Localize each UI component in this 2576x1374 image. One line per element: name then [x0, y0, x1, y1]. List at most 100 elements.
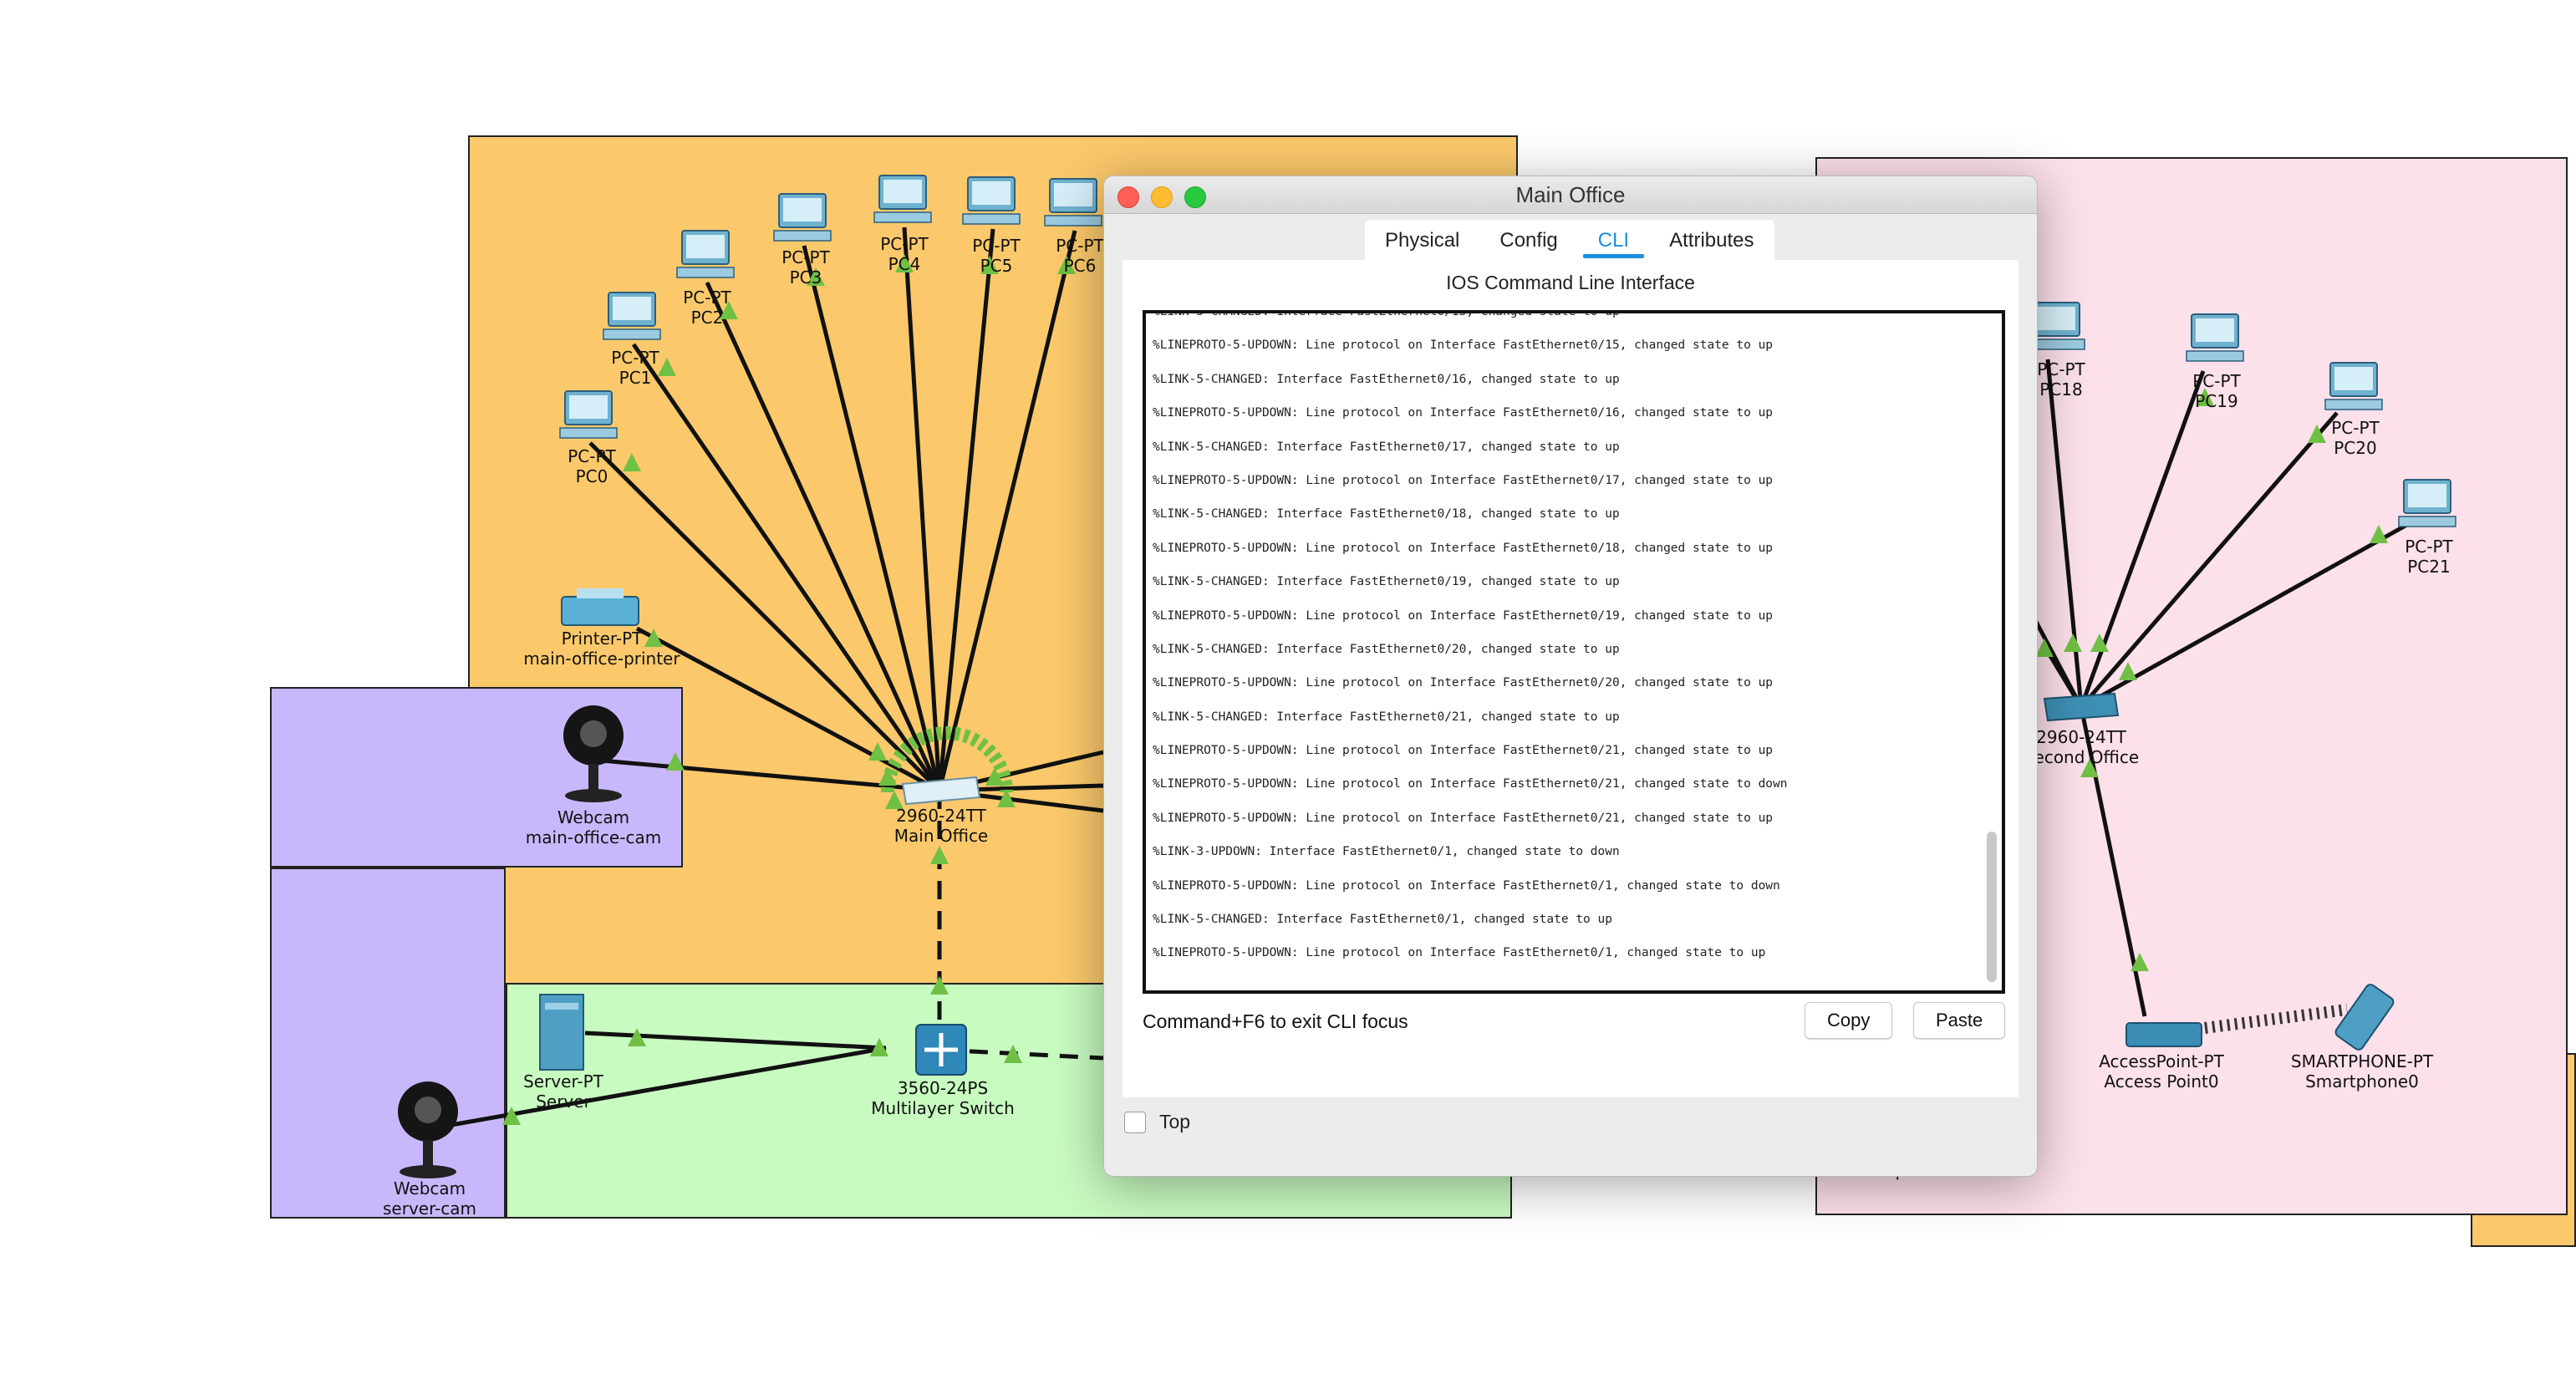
- console-line: %LINK-5-CHANGED: Interface FastEthernet0…: [1153, 710, 1620, 724]
- link-server-cam[interactable]: [451, 1046, 887, 1127]
- printer-icon[interactable]: [561, 588, 639, 626]
- main-switch-icon[interactable]: [901, 776, 981, 806]
- link-status-arrow: [1004, 1045, 1022, 1063]
- copy-button[interactable]: Copy: [1805, 1002, 1893, 1039]
- link-status-arrow: [2080, 759, 2099, 777]
- top-option[interactable]: Top: [1124, 1111, 1190, 1133]
- pc1-icon[interactable]: [603, 292, 661, 340]
- pc6-icon[interactable]: [1044, 178, 1102, 226]
- console-line: %LINEPROTO-5-UPDOWN: Line protocol on In…: [1153, 946, 1766, 960]
- link-status-arrow: [2119, 662, 2137, 680]
- dialog-titlebar[interactable]: Main Office: [1104, 176, 2037, 214]
- console-line: %LINK-5-CHANGED: Interface FastEthernet0…: [1153, 642, 1620, 656]
- link-status-arrow: [2131, 953, 2149, 971]
- console-line: %LINEPROTO-5-UPDOWN: Line protocol on In…: [1153, 608, 1774, 623]
- smartphone-icon[interactable]: [2334, 983, 2395, 1051]
- cli-console[interactable]: %LINK-5-CHANGED: Interface FastEthernet0…: [1143, 310, 2005, 994]
- link-status-arrow: [807, 267, 825, 286]
- pc18-icon[interactable]: [2027, 302, 2085, 350]
- link-status-arrow: [870, 1038, 888, 1056]
- console-scrollbar[interactable]: [1987, 832, 1997, 982]
- pc19-icon[interactable]: [2186, 313, 2244, 362]
- link-pc19[interactable]: [2079, 370, 2206, 708]
- tab-attributes[interactable]: Attributes: [1669, 229, 1754, 252]
- multilayer-switch-icon[interactable]: [915, 1024, 967, 1076]
- top-label: Top: [1159, 1111, 1191, 1132]
- console-line: %LINEPROTO-5-UPDOWN: Line protocol on In…: [1153, 811, 1774, 825]
- console-line: %LINK-5-CHANGED: Interface FastEthernet0…: [1153, 372, 1620, 386]
- console-line: %LINEPROTO-5-UPDOWN: Line protocol on In…: [1153, 406, 1774, 420]
- console-line: %LINEPROTO-5-UPDOWN: Line protocol on In…: [1153, 338, 1774, 353]
- webcam-main-icon[interactable]: [563, 705, 624, 802]
- link-status-arrow: [2370, 525, 2388, 543]
- link-status-arrow: [658, 358, 676, 376]
- link-pc21[interactable]: [2080, 516, 2421, 710]
- tab-config[interactable]: Config: [1499, 229, 1558, 252]
- link-status-arrow: [666, 752, 685, 771]
- top-checkbox[interactable]: [1124, 1111, 1146, 1133]
- pc5-icon[interactable]: [962, 176, 1021, 225]
- console-output: %LINK-5-CHANGED: Interface FastEthernet0…: [1146, 310, 1977, 970]
- pc21-icon[interactable]: [2398, 479, 2456, 527]
- console-line: %LINK-5-CHANGED: Interface FastEthernet0…: [1153, 507, 1620, 522]
- link-status-arrow: [644, 628, 663, 647]
- link-pc5[interactable]: [937, 228, 995, 791]
- console-line: %LINEPROTO-5-UPDOWN: Line protocol on In…: [1153, 473, 1774, 487]
- link-pc2[interactable]: [705, 281, 942, 792]
- link-pc6[interactable]: [937, 230, 1077, 791]
- link-pc20[interactable]: [2080, 411, 2339, 709]
- console-line: %LINK-5-CHANGED: Interface FastEthernet0…: [1153, 575, 1620, 589]
- device-tabs: Physical Config CLI Attributes: [1365, 220, 1774, 262]
- pc20-icon[interactable]: [2324, 362, 2383, 410]
- paste-button[interactable]: Paste: [1913, 1002, 2006, 1039]
- link-status-arrow: [930, 976, 949, 995]
- second-switch-icon[interactable]: [2043, 692, 2120, 722]
- link-status-arrow: [2308, 425, 2326, 443]
- console-line: %LINEPROTO-5-UPDOWN: Line protocol on In…: [1153, 777, 1788, 791]
- console-line: %LINEPROTO-5-UPDOWN: Line protocol on In…: [1153, 541, 1774, 555]
- console-line: %LINEPROTO-5-UPDOWN: Line protocol on In…: [1153, 676, 1774, 690]
- link-ml-east[interactable]: [939, 1047, 1104, 1061]
- cli-focus-hint: Command+F6 to exit CLI focus: [1143, 1010, 1408, 1032]
- dialog-title: Main Office: [1515, 182, 1626, 207]
- pc2-icon[interactable]: [676, 230, 735, 278]
- zoom-window-button[interactable]: [1184, 186, 1206, 208]
- console-line: %LINK-5-CHANGED: Interface FastEthernet0…: [1153, 440, 1620, 454]
- server-icon[interactable]: [539, 994, 584, 1071]
- tab-physical[interactable]: Physical: [1385, 229, 1460, 252]
- webcam-server-icon[interactable]: [398, 1081, 458, 1178]
- pc3-icon[interactable]: [773, 193, 832, 242]
- wireless-link: [2204, 1004, 2348, 1034]
- close-window-button[interactable]: [1117, 186, 1139, 208]
- link-status-arrow: [985, 767, 1004, 786]
- link-pc1[interactable]: [631, 343, 942, 792]
- link-pc4[interactable]: [902, 226, 942, 791]
- link-printer[interactable]: [635, 626, 941, 793]
- link-status-arrow: [885, 791, 904, 809]
- console-line: %LINEPROTO-5-UPDOWN: Line protocol on In…: [1153, 744, 1774, 758]
- link-status-arrow: [2035, 639, 2054, 657]
- pc0-icon[interactable]: [559, 390, 618, 439]
- console-line: %LINK-3-UPDOWN: Interface FastEthernet0/…: [1153, 845, 1620, 859]
- tab-cli[interactable]: CLI: [1578, 220, 1649, 262]
- access-point-icon[interactable]: [2125, 1022, 2202, 1047]
- minimize-window-button[interactable]: [1151, 186, 1173, 208]
- link-pc3[interactable]: [802, 245, 942, 791]
- link-status-arrow: [868, 742, 887, 761]
- console-line: %LINK-5-CHANGED: Interface FastEthernet0…: [1153, 310, 1620, 318]
- pc4-icon[interactable]: [873, 175, 932, 223]
- link-status-arrow: [623, 453, 641, 471]
- link-pc0[interactable]: [588, 441, 941, 792]
